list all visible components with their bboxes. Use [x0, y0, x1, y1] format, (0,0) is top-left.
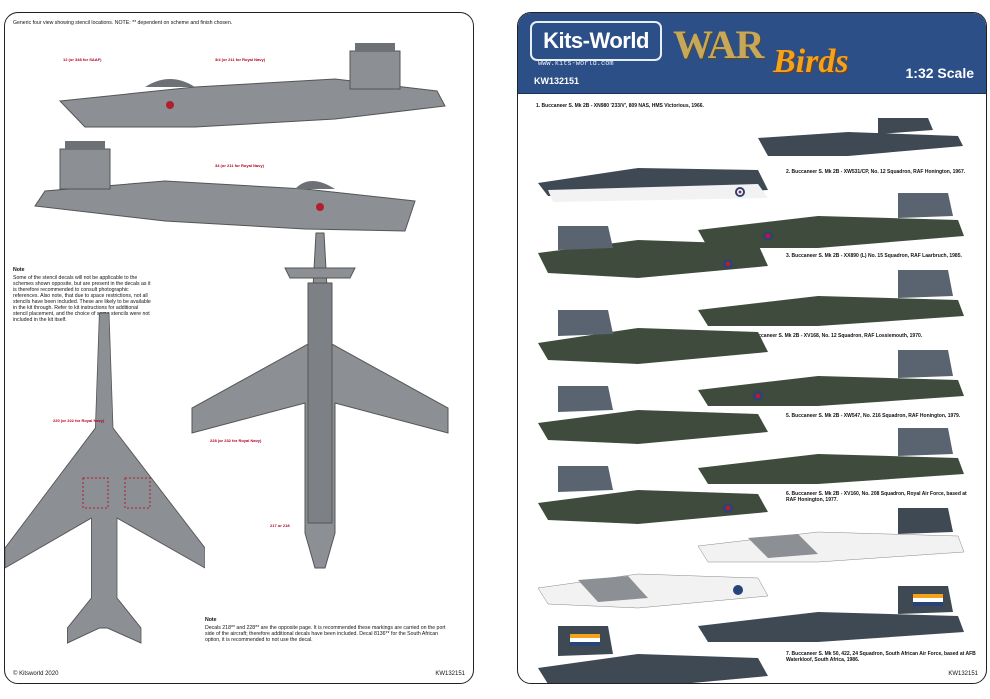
label-220: 220 (or 222 for Royal Navy): [53, 418, 105, 423]
profile-scheme-5b: [698, 428, 964, 484]
scheme-2-caption: 2. Buccaneer S. Mk 2B - XW531/CP, No. 12…: [786, 169, 966, 175]
profile-scheme-7b: [698, 586, 964, 642]
profile-scheme-7c: [538, 626, 768, 683]
copyright: © Kitsworld 2020: [13, 671, 59, 677]
scheme-3-caption: 3. Buccaneer S. Mk 2B - XX890 (L) No. 15…: [786, 253, 962, 259]
side-view-aircraft-2: [34, 141, 416, 232]
side-views: [34, 43, 446, 232]
kits-world-logo: Kits-World: [530, 21, 662, 61]
label-34b: 34 (or 211 for Royal Navy): [215, 163, 264, 168]
left-code: KW132151: [435, 671, 465, 677]
warbirds-title-war: WAR: [673, 22, 764, 67]
profile-scheme-4b: [698, 350, 964, 406]
note2-body: Decals 218** and 228** are the opposite …: [205, 625, 446, 643]
profile-scheme-7: [537, 573, 769, 609]
label-34: 3/4 (or 211 for Royal Navy): [215, 57, 266, 62]
profile-scheme-1: [538, 118, 963, 202]
label-12: 12 (or 348 for SAAF): [63, 57, 102, 62]
profile-sheet: Kits-World www.kits-world.com KW132151 W…: [517, 12, 987, 684]
scale-label: 1:32 Scale: [905, 65, 975, 81]
note2-title: Note: [205, 617, 217, 623]
label-228: 228 (or 232 for Royal Navy): [210, 438, 262, 443]
scheme-7-caption: 7. Buccaneer S. Mk 50, 422, 24 Squadron,…: [786, 651, 976, 663]
scheme-6-caption: 6. Buccaneer S. Mk 2B - XV160, No. 208 S…: [786, 491, 967, 503]
right-code: KW132151: [948, 671, 978, 677]
scheme-5-caption: 5. Buccaneer S. Mk 2B - XW547, No. 216 S…: [786, 413, 961, 419]
sheet-header: Kits-World www.kits-world.com KW132151 W…: [518, 13, 986, 94]
product-code: KW132151: [534, 76, 580, 86]
profile-scheme-6: [538, 466, 768, 524]
note-title: Note: [13, 267, 25, 273]
profile-scheme-5: [538, 386, 768, 444]
label-217: 217 or 218: [270, 523, 290, 528]
profile-scheme-6b: [697, 508, 965, 563]
note-body: Some of the stencil decals will not be a…: [13, 275, 151, 323]
website-url: www.kits-world.com: [538, 60, 614, 68]
top-view-upper: [5, 312, 205, 644]
profile-scheme-4: [538, 310, 768, 364]
aircraft-profiles: [537, 118, 965, 683]
under-view: [191, 232, 449, 569]
profile-scheme-3b: [698, 270, 964, 326]
warbirds-title-birds: Birds: [773, 43, 849, 80]
profile-scheme-2: [698, 193, 964, 248]
sheet-heading: Generic four view showing stencil locati…: [13, 20, 233, 26]
stencil-sheet: Generic four view showing stencil locati…: [4, 12, 474, 684]
scheme-4-caption: 4. Buccaneer S. Mk 2B - XV168, No. 12 Sq…: [746, 333, 923, 339]
profile-scheme-3: [538, 226, 768, 278]
side-view-aircraft-1: [58, 43, 446, 128]
scheme-1-caption: 1. Buccaneer S. Mk 2B - XN980 '233/V', 8…: [536, 103, 704, 109]
